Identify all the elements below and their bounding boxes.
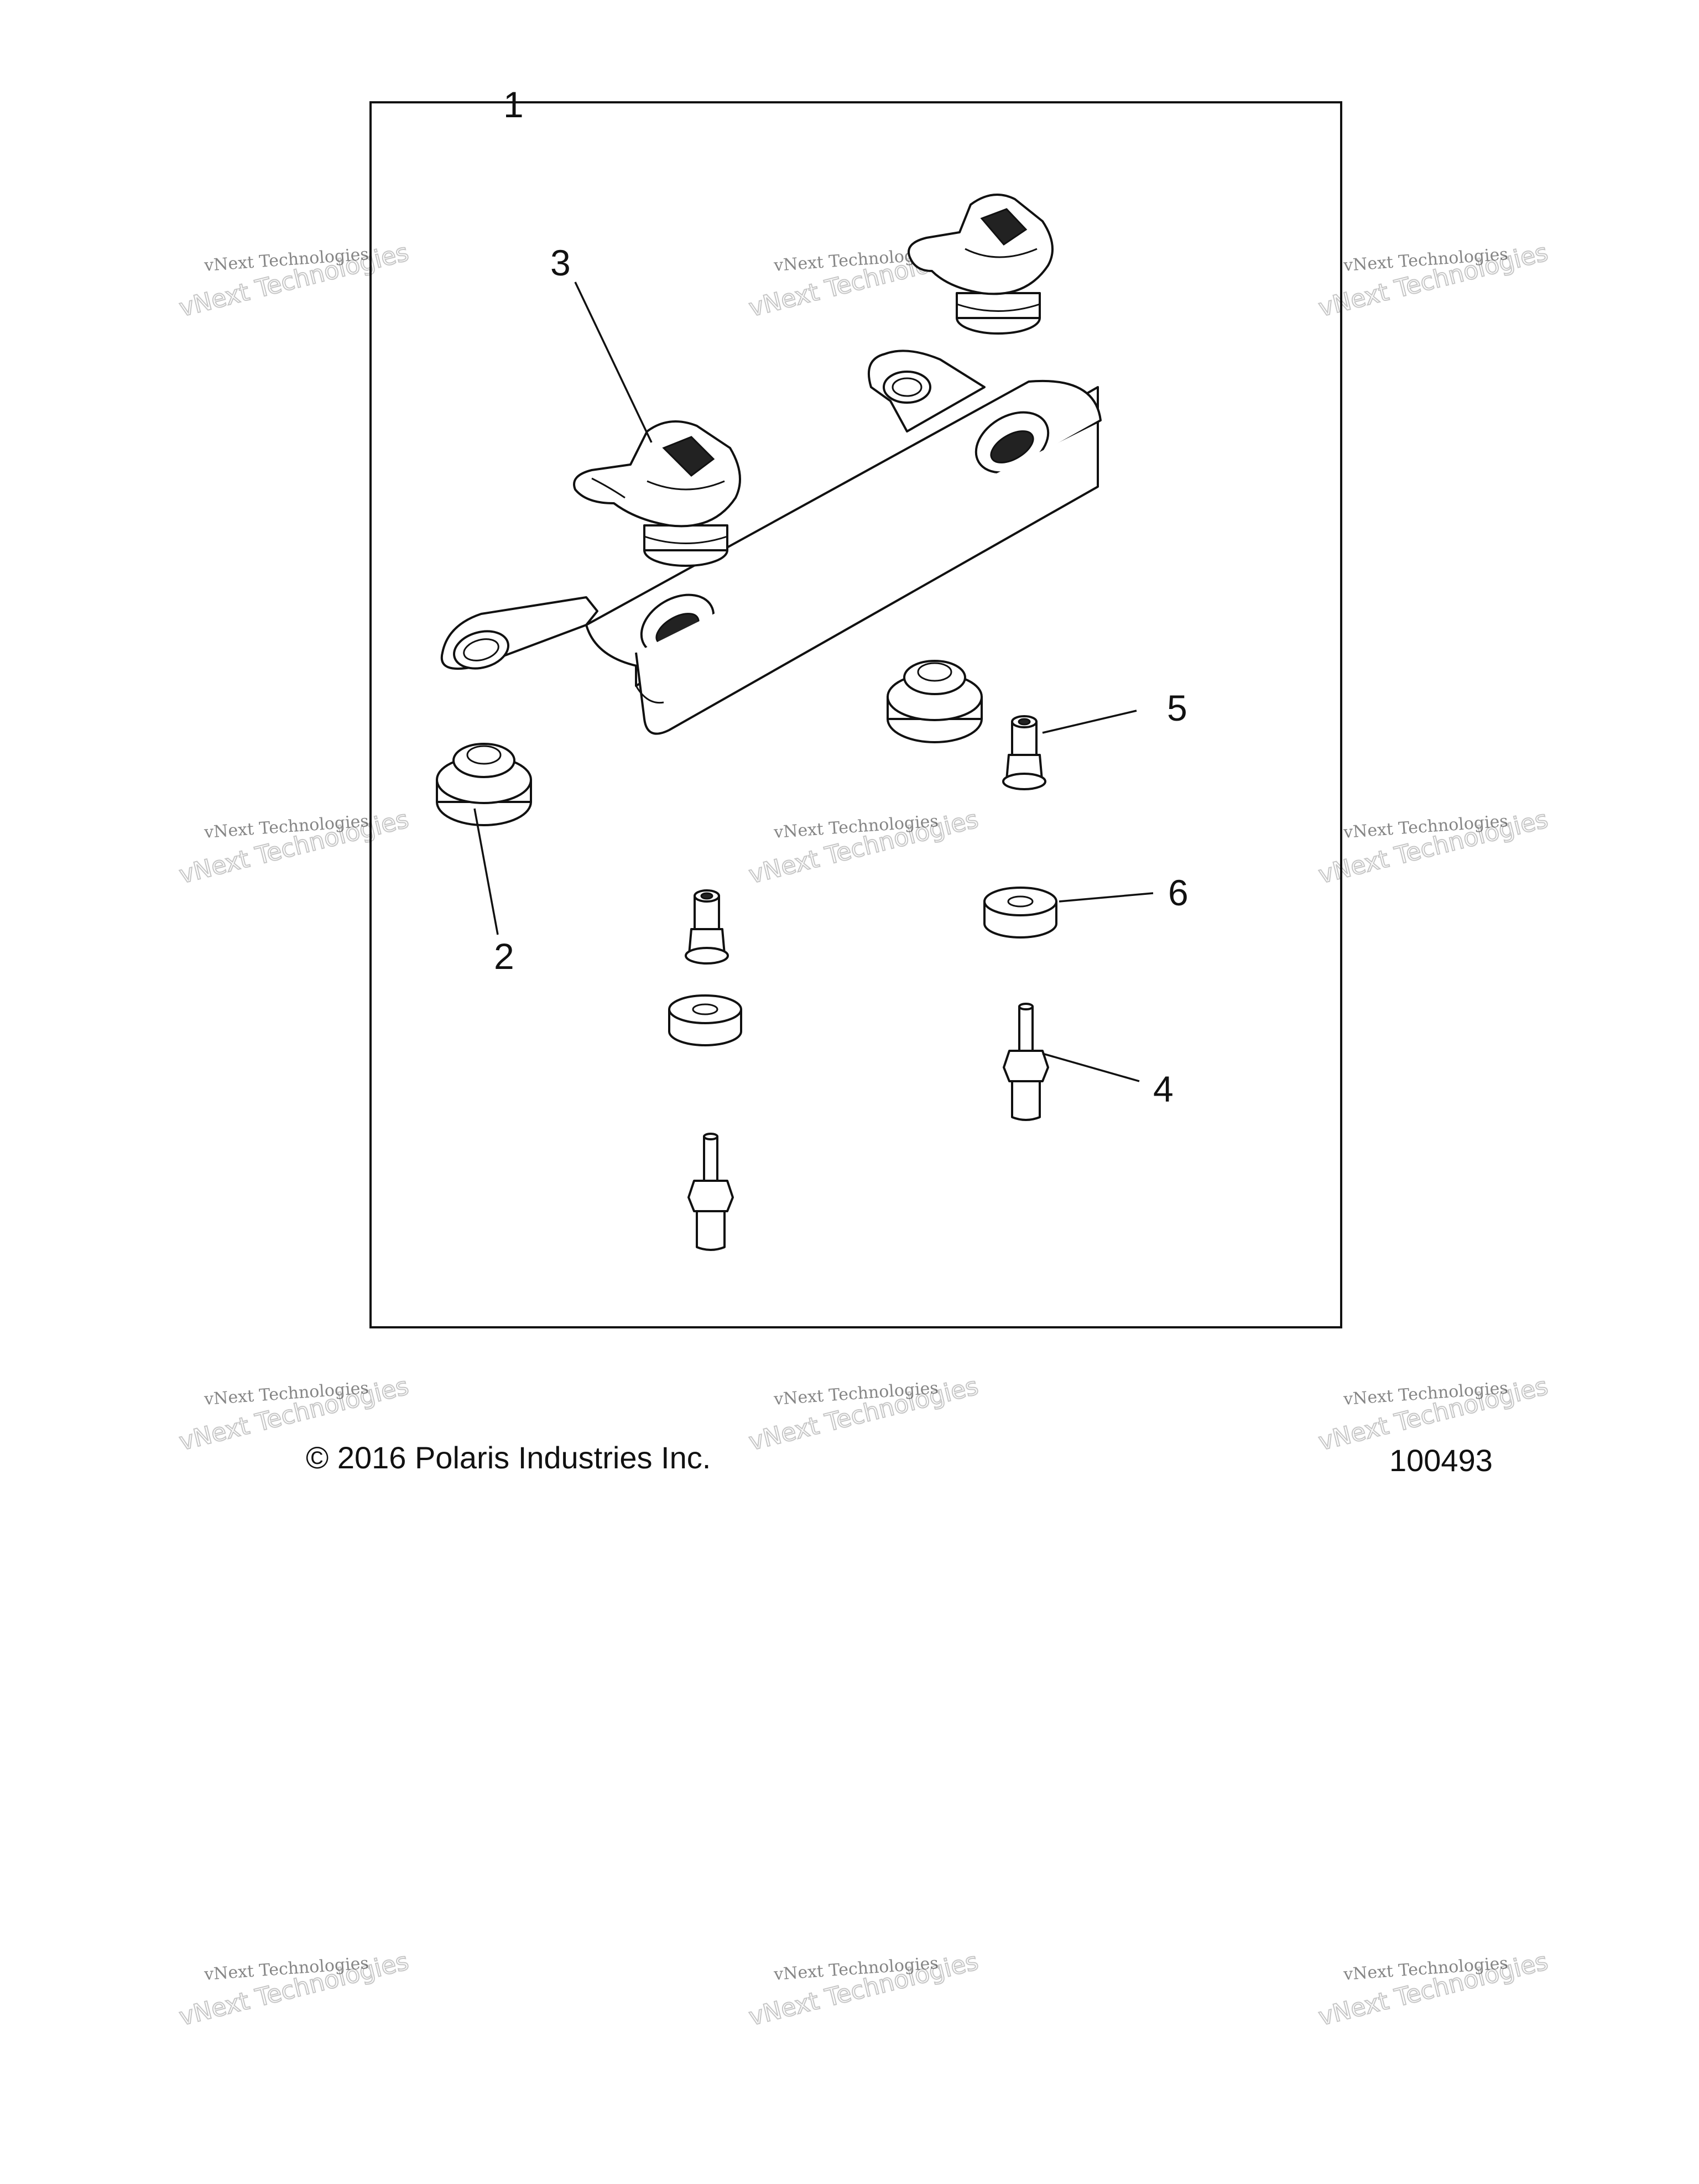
watermark: vNext Technologies vNext Technologies (176, 1947, 412, 2032)
callout-1: 1 (503, 84, 524, 125)
watermark: vNext Technologies vNext Technologies (176, 238, 412, 323)
copyright-text: © 2016 Polaris Industries Inc. (306, 1440, 711, 1475)
rivet-nut (685, 889, 729, 965)
watermark: vNext Technologies vNext Technologies (1315, 1947, 1551, 2032)
watermark: vNext Technologies vNext Technologies (746, 805, 982, 890)
grommet (887, 660, 983, 743)
stud (687, 1133, 734, 1251)
washer (983, 887, 1057, 939)
callout-3: 3 (550, 242, 571, 283)
quarter-turn-fastener (573, 420, 741, 567)
grommet (436, 743, 532, 826)
watermark: vNext Technologies vNext Technologies (1315, 238, 1551, 323)
quarter-turn-fastener (908, 194, 1054, 335)
callout-6: 6 (1168, 872, 1189, 913)
mounting-bracket (440, 350, 1102, 735)
washer (668, 994, 742, 1046)
watermark: vNext Technologies vNext Technologies (746, 1947, 982, 2032)
watermark: vNext Technologies vNext Technologies (746, 1372, 982, 1457)
callout-5: 5 (1167, 687, 1187, 728)
leader-lines (473, 282, 1154, 1082)
figure-number: 100493 (1389, 1443, 1493, 1478)
rivet-nut (1002, 715, 1046, 790)
watermark: vNext Technologies vNext Technologies (176, 805, 412, 890)
watermark: vNext Technologies vNext Technologies (1315, 805, 1551, 890)
kit-border (369, 101, 1342, 1328)
stud (1003, 1003, 1049, 1121)
callout-4: 4 (1153, 1068, 1174, 1109)
callout-2: 2 (494, 936, 514, 977)
